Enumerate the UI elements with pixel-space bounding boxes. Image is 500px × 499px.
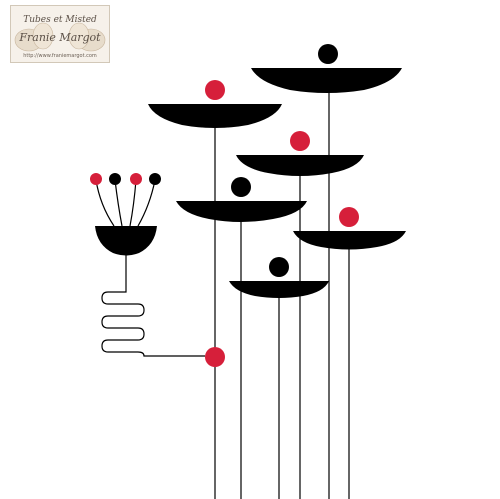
stamen-dot-red-1 [90, 173, 102, 185]
red-dot-4 [205, 347, 225, 367]
stamen-dot-black-1 [109, 173, 121, 185]
black-dot-1 [318, 44, 338, 64]
red-dot-3 [339, 207, 359, 227]
zigzag-stem [101, 254, 205, 357]
black-dot-3 [269, 257, 289, 277]
red-dot-1 [205, 80, 225, 100]
bowl-3 [236, 155, 364, 176]
logo-brand-name: Franie Margot [19, 31, 101, 44]
bowls [148, 68, 406, 298]
franie-margot-logo: Tubes et Misted Franie Margot http://www… [10, 5, 110, 63]
bowl-5 [293, 231, 406, 250]
butterfly-icon [14, 22, 106, 52]
black-dot-2 [231, 177, 251, 197]
cup-stamens [95, 179, 156, 227]
cup-flower [90, 173, 205, 357]
stamen-dot-red-2 [130, 173, 142, 185]
logo-tagline: Tubes et Misted [23, 15, 97, 25]
bowl-2 [251, 68, 402, 93]
stamen-dot-black-2 [149, 173, 161, 185]
bowl-6 [229, 281, 329, 298]
bowl-1 [148, 104, 282, 128]
cup [95, 226, 157, 256]
bowl-4 [176, 201, 307, 222]
red-dot-2 [290, 131, 310, 151]
stems [214, 75, 350, 499]
logo-url: http://www.franiemargot.com [23, 53, 97, 59]
